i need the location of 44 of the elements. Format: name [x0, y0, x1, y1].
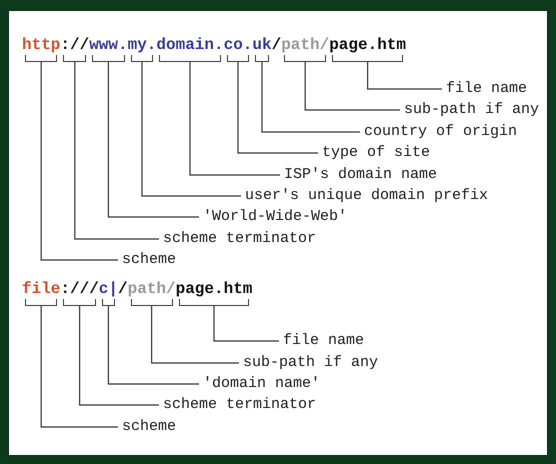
part-label: user's unique domain prefix: [245, 187, 488, 205]
url-part: domain.: [156, 36, 224, 54]
url-part: my.: [128, 36, 156, 54]
leader-line: [189, 62, 280, 176]
part-label: 'domain name': [203, 375, 320, 393]
url-part: page.htm: [329, 36, 406, 54]
leader-line: [108, 62, 199, 218]
url-part: uk: [252, 36, 272, 54]
part-label: scheme: [122, 418, 176, 436]
url-part: path/: [128, 280, 176, 298]
leader-line: [40, 306, 118, 428]
leader-line: [79, 306, 159, 406]
part-label: sub-path if any: [243, 354, 378, 372]
leader-line: [304, 62, 400, 111]
part-label: ISP's domain name: [284, 166, 438, 184]
url-part: :///: [60, 280, 99, 298]
url-part: ://: [60, 36, 90, 54]
url-separator: /: [272, 36, 282, 54]
part-label: 'World-Wide-Web': [203, 208, 348, 226]
url-part: http: [22, 36, 60, 54]
part-label: country of origin: [364, 123, 518, 141]
part-label: file name: [283, 332, 364, 350]
url-part: path/: [281, 36, 330, 54]
url-part: co.: [224, 36, 252, 54]
leader-line: [74, 62, 159, 240]
part-label: type of site: [322, 144, 430, 162]
url-part: c|: [98, 280, 118, 298]
part-label: scheme terminator: [163, 396, 316, 414]
leader-line: [108, 306, 199, 385]
leader-line: [141, 62, 241, 197]
part-label: scheme terminator: [163, 230, 316, 248]
url-part: file: [22, 280, 60, 298]
url-separator: /: [118, 280, 128, 298]
part-label: sub-path if any: [404, 101, 540, 119]
leader-line: [213, 306, 279, 342]
leader-line: [151, 306, 239, 364]
leader-line: [261, 62, 360, 133]
leader-line: [237, 62, 318, 154]
part-label: file name: [446, 80, 528, 98]
leader-line: [367, 62, 442, 90]
url-part: page.htm: [176, 280, 252, 298]
part-label: scheme: [122, 251, 176, 269]
url-part: www.: [89, 36, 128, 54]
leader-line: [40, 62, 118, 261]
